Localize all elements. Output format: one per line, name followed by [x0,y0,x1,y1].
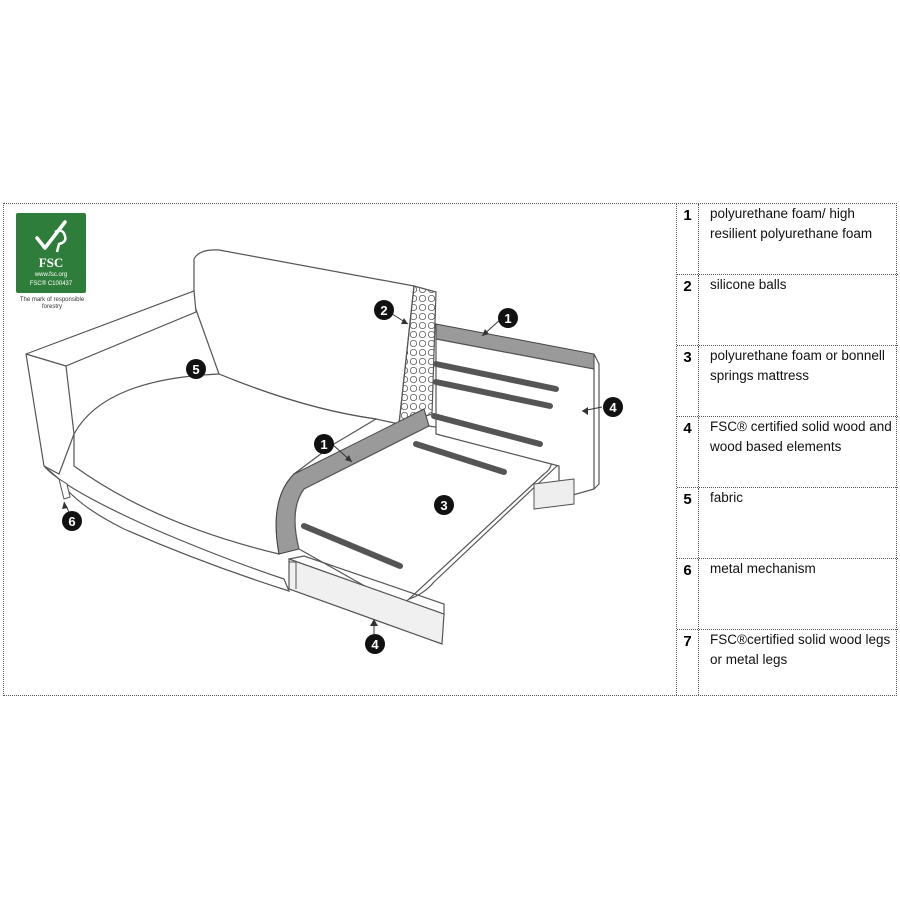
fsc-tagline: The mark of responsible forestry [19,297,85,310]
callout-4a-label: 4 [609,400,617,415]
callout-4b-label: 4 [371,637,379,652]
legend-description: polyurethane foam or bonnell springs mat… [710,348,885,383]
sofa-illustration: 1 1 2 3 4 4 5 [25,249,623,654]
fsc-logo: FSC www.fsc.org FSC® C100437 [16,213,86,293]
callout-2-label: 2 [380,303,387,318]
legend-row: 7 FSC®certified solid wood legs or metal… [677,630,898,695]
legend-number: 1 [677,204,699,274]
legend-description: polyurethane foam/ high resilient polyur… [710,206,873,241]
callout-1a-label: 1 [320,437,327,452]
legend-row: 2 silicone balls [677,275,898,346]
legend-table: 1 polyurethane foam/ high resilient poly… [676,204,898,695]
left-armrest [25,290,197,475]
callout-3-label: 3 [440,498,447,513]
callout-5-label: 5 [192,362,199,377]
legend-number: 3 [677,346,699,416]
legend-row: 1 polyurethane foam/ high resilient poly… [677,204,898,275]
legend-row: 5 fabric [677,488,898,559]
callout-2: 2 [374,300,394,320]
bottom-wooden-rail [288,558,445,645]
sofa-leg [58,477,71,500]
legend-row: 3 polyurethane foam or bonnell springs m… [677,346,898,417]
legend-description: metal mechanism [710,561,816,576]
legend-number: 7 [677,630,699,695]
callout-4a: 4 [603,397,623,417]
diagram-frame: 1 1 2 3 4 4 5 [3,203,898,696]
slats [301,361,559,569]
callout-4b: 4 [365,634,385,654]
side-block [533,478,575,510]
fsc-url: www.fsc.org [34,272,68,278]
legend-description: FSC® certified solid wood and wood based… [710,419,892,454]
legend-row: 4 FSC® certified solid wood and wood bas… [677,417,898,488]
legend-description: fabric [710,490,744,505]
legend-number: 5 [677,488,699,558]
callout-1b-label: 1 [504,311,511,326]
fsc-code: FSC® C100437 [29,281,73,287]
callout-3: 3 [434,495,454,515]
legend-number: 2 [677,275,699,345]
sofa-diagram: 1 1 2 3 4 4 5 [4,204,676,695]
callout-1a: 1 [314,434,334,454]
legend-description: silicone balls [710,277,787,292]
fsc-tree-check-icon [35,220,67,253]
callout-6-label: 6 [68,514,75,529]
callout-1b: 1 [498,308,518,328]
callout-5: 5 [186,359,206,379]
legend-row: 6 metal mechanism [677,559,898,630]
callout-6: 6 [62,511,82,531]
fsc-brand-text: FSC [38,255,64,270]
legend-number: 6 [677,559,699,629]
sofa-base [43,465,291,592]
legend-description: FSC®certified solid wood legs or metal l… [710,632,891,667]
legend-number: 4 [677,417,699,487]
